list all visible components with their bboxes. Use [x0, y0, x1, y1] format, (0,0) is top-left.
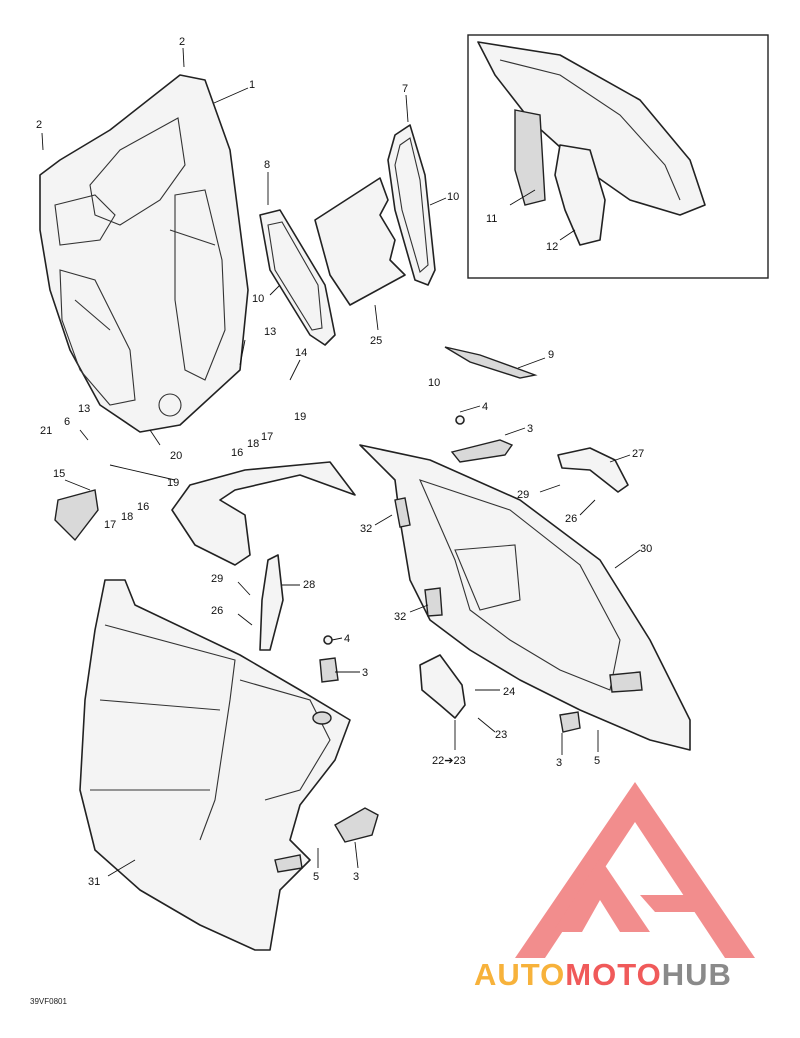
callout-10-left: 10 — [252, 293, 264, 305]
callout-18-upper: 18 — [247, 438, 259, 450]
callout-8: 8 — [264, 159, 270, 171]
logo-triangle — [515, 782, 755, 958]
watermark-text: AUTOMOTOHUB — [474, 957, 732, 992]
part-28-trim — [259, 554, 284, 651]
callout-12: 12 — [546, 241, 558, 253]
callout-16-lower: 16 — [137, 501, 149, 513]
part-27-trim — [557, 447, 629, 493]
callout-10-mid: 10 — [428, 377, 440, 389]
fastener-3-center — [319, 635, 339, 683]
leader-lines — [41, 47, 641, 877]
callout-27: 27 — [632, 448, 644, 460]
svg-text:AUTOMOTOHUB: AUTOMOTOHUB — [474, 957, 732, 992]
watermark-logo — [515, 782, 755, 958]
inset-box — [467, 34, 769, 279]
part-bracket-22 — [419, 654, 466, 719]
callout-23: 23 — [495, 729, 507, 741]
part-center-trim — [171, 461, 356, 566]
callout-3-right: 3 — [556, 757, 562, 769]
part-9-strip — [444, 346, 538, 379]
part-side-panel-right — [359, 444, 691, 751]
callout-6: 6 — [64, 416, 70, 428]
callout-2-left: 2 — [36, 119, 42, 131]
callout-29-right: 29 — [517, 489, 529, 501]
callout-29-left: 29 — [211, 573, 223, 585]
callout-17-lower: 17 — [104, 519, 116, 531]
callout-10-right: 10 — [447, 191, 459, 203]
callout-32-upper: 32 — [360, 523, 372, 535]
callout-5-right: 5 — [594, 755, 600, 767]
callout-31: 31 — [88, 876, 100, 888]
watermark-hub: HUB — [662, 957, 732, 992]
callout-4-upper: 4 — [482, 401, 488, 413]
callout-20: 20 — [170, 450, 182, 462]
callout-13-left: 13 — [78, 403, 90, 415]
callout-3-lower: 3 — [353, 871, 359, 883]
part-front-panel — [39, 74, 249, 433]
callout-17-upper: 17 — [261, 431, 273, 443]
part-side-panel-left — [79, 579, 351, 951]
fastener-3-right — [559, 711, 581, 733]
callout-7: 7 — [402, 83, 408, 95]
callout-4-lower: 4 — [344, 633, 350, 645]
callout-9: 9 — [548, 349, 554, 361]
callout-28: 28 — [303, 579, 315, 591]
part-15-bracket — [54, 489, 99, 542]
callout-15: 15 — [53, 468, 65, 480]
part-window-frame-left — [259, 209, 336, 346]
part-liner — [314, 177, 406, 306]
logo-inner-bar — [640, 895, 700, 912]
callout-26-right: 26 — [565, 513, 577, 525]
callout-22: 22➔23 — [432, 755, 466, 767]
callout-1: 1 — [249, 79, 255, 91]
fastener-3-lower — [334, 807, 379, 843]
callout-13-upper: 13 — [264, 326, 276, 338]
watermark-auto: AUTO — [474, 957, 565, 992]
callout-25: 25 — [370, 335, 382, 347]
reference-code: 39VF0801 — [30, 997, 67, 1006]
callout-11: 11 — [486, 213, 497, 225]
callout-2-top: 2 — [179, 36, 185, 48]
callout-14: 14 — [295, 347, 307, 359]
callout-30: 30 — [640, 543, 652, 555]
callout-24: 24 — [503, 686, 515, 698]
callout-19-lower: 19 — [167, 477, 179, 489]
callout-3-center: 3 — [362, 667, 368, 679]
callout-16-upper: 16 — [231, 447, 243, 459]
part-bracket-upper — [450, 415, 514, 463]
callout-26-left: 26 — [211, 605, 223, 617]
callout-21: 21 — [40, 425, 52, 437]
logo-inner-mark — [553, 858, 650, 932]
callout-3-upper: 3 — [527, 423, 533, 435]
callout-labels: 2 1 2 7 8 10 11 12 10 25 13 14 9 10 19 4… — [30, 36, 652, 1006]
callout-32-lower: 32 — [394, 611, 406, 623]
part-window-frame-right — [387, 124, 436, 286]
callout-5-lower: 5 — [313, 871, 319, 883]
callout-18-lower: 18 — [121, 511, 133, 523]
watermark-moto: MOTO — [565, 957, 661, 992]
callout-19-upper: 19 — [294, 411, 306, 423]
